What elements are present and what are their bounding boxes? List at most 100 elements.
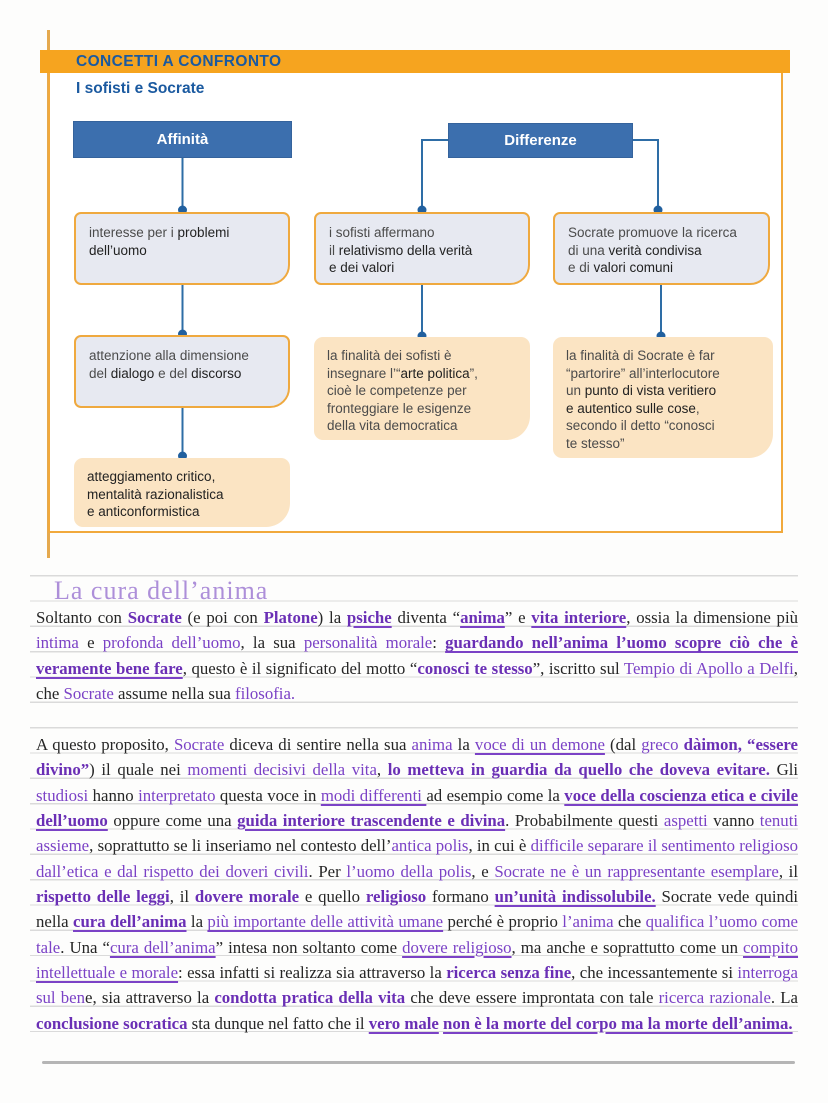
text-segment: lo metteva in guardia da quello che dove… xyxy=(387,760,770,780)
column-header-differenze: Differenze xyxy=(448,123,633,158)
text-segment: vero male xyxy=(368,1013,439,1033)
text-segment: l’uomo della polis xyxy=(346,861,472,881)
text-segment: i sofisti affermano il xyxy=(329,225,435,258)
diagram-box-sofisti-2: la finalità dei sofisti è insegnare l’“a… xyxy=(314,337,530,440)
text-segment: cura dell’anima xyxy=(109,937,216,957)
text-segment: condotta pratica della vita xyxy=(214,988,406,1008)
text-segment: oppure come una xyxy=(107,810,238,830)
text-segment: dàimon, “essere divino” xyxy=(36,735,798,780)
text-segment: ” intesa non soltanto come xyxy=(215,937,403,957)
text-segment: conclusione socratica xyxy=(36,1013,188,1033)
text-segment: Gli xyxy=(769,760,799,780)
diagram-box-socrate-2: la finalità di Socrate è far “partorire”… xyxy=(553,337,773,458)
text-segment: la finalità di Socrate è far “partorire”… xyxy=(566,348,720,398)
text-segment: che deve essere improntata con tale xyxy=(405,988,659,1008)
text-segment: religioso xyxy=(365,886,427,906)
text-segment: attenzione alla dimensione del xyxy=(89,348,249,381)
text-segment: studiosi xyxy=(36,785,89,805)
text-segment: Soltanto con xyxy=(36,608,128,627)
text-segment: atteggiamento critico, mentalità raziona… xyxy=(87,469,224,519)
text-segment: la xyxy=(452,735,475,754)
text-segment: e, sia attraverso la xyxy=(85,988,215,1008)
text-segment: interesse per i xyxy=(89,225,178,240)
text-segment: filosofia. xyxy=(234,683,296,703)
text-segment: verità condivisa xyxy=(608,242,702,258)
text-segment: interpretato xyxy=(138,785,216,805)
text-segment: e quello xyxy=(299,886,366,906)
text-segment: voce della coscienza etica e civile dell… xyxy=(36,785,799,830)
text-segment: diceva di sentire nella sua xyxy=(224,735,412,754)
text-segment: , ossia la dimensione più xyxy=(626,608,799,627)
text-segment: non è la morte del corpo ma la morte del… xyxy=(443,1013,793,1033)
text-segment: interroga sul ben xyxy=(36,962,798,1008)
text-segment: ” e xyxy=(504,608,532,627)
text-segment: valori comuni xyxy=(593,260,674,275)
text-segment: guida interiore trascendente e divina xyxy=(237,810,506,830)
text-segment: assume nella sua xyxy=(113,683,235,703)
text-segment: la finalità dei sofisti è insegnare l’“ xyxy=(327,348,452,381)
text-segment: , ma anche e soprattutto come un xyxy=(511,937,744,957)
text-segment: . Probabilmente questi xyxy=(505,810,664,830)
text-segment: punto di vista veritiero e autentico sul… xyxy=(566,383,717,416)
text-segment: antica polis xyxy=(391,836,469,856)
text-segment: l’anima xyxy=(562,912,614,932)
diagram-box-socrate-1: Socrate promuove la ricerca di una verit… xyxy=(553,212,770,285)
text-segment: , che incessantemente si xyxy=(571,962,738,982)
text-segment: , la sua xyxy=(240,633,304,653)
text-segment: , il xyxy=(169,886,195,906)
text-segment: aspetti xyxy=(663,810,708,830)
diagram-box-affinity-3: atteggiamento critico, mentalità raziona… xyxy=(74,458,290,527)
text-segment: Socrate promuove la ricerca di una xyxy=(568,225,737,258)
text-segment: Tempio di Apollo a Delfi xyxy=(623,658,794,678)
text-segment: compito intellettuale e morale xyxy=(36,937,799,982)
text-segment: tenuti assieme xyxy=(36,810,799,856)
text-segment: , in cui è xyxy=(468,836,531,856)
text-segment: e di xyxy=(568,260,590,275)
text-segment: anima xyxy=(411,735,453,754)
text-segment: diventa “ xyxy=(391,608,461,627)
text-segment: voce di un demone xyxy=(474,735,605,754)
text-segment: , secondo il detto “conosci te stesso” xyxy=(566,400,715,451)
text-segment: , e xyxy=(471,861,495,881)
column-header-affinita: Affinità xyxy=(73,121,292,158)
text-segment: ) il quale nei xyxy=(89,760,188,780)
text-segment: (dal xyxy=(604,735,642,754)
text-segment: che xyxy=(613,912,646,932)
concept-header-bar: CONCETTI A CONFRONTO xyxy=(40,50,790,73)
text-segment: ricerca senza fine xyxy=(446,962,572,982)
text-segment: (e poi con xyxy=(181,608,264,627)
text-segment: . La xyxy=(770,988,798,1008)
text-segment: anima xyxy=(460,608,505,627)
text-segment: cura dell’anima xyxy=(73,912,187,932)
text-segment: hanno xyxy=(88,785,139,805)
text-segment: , il xyxy=(778,861,798,881)
text-segment: ricerca razionale xyxy=(658,988,771,1008)
text-segment: : essa infatti si realizza sia attravers… xyxy=(178,962,447,982)
text-segment: , che xyxy=(36,658,798,703)
text-segment: : xyxy=(432,633,446,653)
text-segment: psiche xyxy=(346,608,392,627)
diagram-box-affinity-2: attenzione alla dimensione del dialogo e… xyxy=(74,335,290,408)
diagram-box-affinity-1: interesse per i problemi dell’uomo xyxy=(74,212,290,285)
text-segment: , xyxy=(376,760,388,780)
text-segment: un’unità indissolubile. xyxy=(494,886,656,906)
text-segment: Platone xyxy=(263,608,318,627)
text-segment: vanno xyxy=(707,810,760,830)
text-segment: Socrate vede quindi nella xyxy=(36,886,799,932)
text-segment: dovere morale xyxy=(194,886,300,906)
text-segment: questa voce in xyxy=(215,785,321,805)
text-segment: Socrate xyxy=(173,735,225,754)
text-segment: Socrate xyxy=(127,608,182,627)
text-segment: guardando nell’anima l’uomo scopre ciò c… xyxy=(36,633,798,678)
text-segment: sta dunque nel fatto che il xyxy=(187,1013,369,1033)
text-segment: ”, cioè le competenze per fronteggiare l… xyxy=(327,365,478,434)
text-segment: modi differenti xyxy=(320,785,427,805)
text-segment: ”, iscritto sul xyxy=(532,658,624,678)
text-segment: A questo proposito, xyxy=(36,735,174,754)
text-segment: , soprattutto se li inseriamo nel contes… xyxy=(89,836,392,856)
concept-header-title: CONCETTI A CONFRONTO xyxy=(76,53,282,70)
ruled-lines xyxy=(30,575,798,1037)
bottom-divider xyxy=(42,1061,795,1064)
text-segment: perché è proprio xyxy=(443,912,563,932)
text-segment: Socrate ne è un rappresentante esemplare xyxy=(494,861,779,881)
